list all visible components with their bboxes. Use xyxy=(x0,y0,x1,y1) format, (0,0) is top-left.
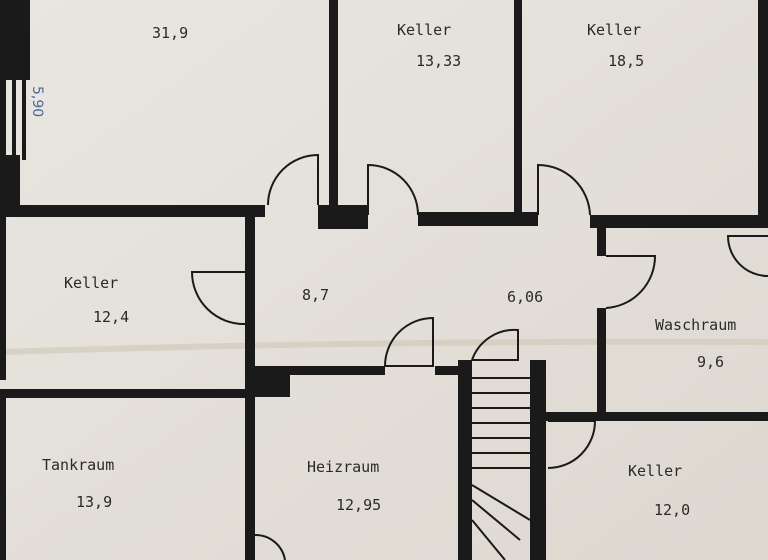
room-area: 9,6 xyxy=(697,353,724,371)
room-area: 8,7 xyxy=(302,286,329,304)
room-area: 13,9 xyxy=(76,493,112,511)
room-area: 6,06 xyxy=(507,288,543,306)
handwritten-dimension: 5,90 xyxy=(29,86,45,117)
room-area: 31,9 xyxy=(152,24,188,42)
room-area: 12,4 xyxy=(93,308,129,326)
room-area: 18,5 xyxy=(608,52,644,70)
room-name: Tankraum xyxy=(42,456,114,474)
room-name: Keller xyxy=(628,462,682,480)
room-area: 12,95 xyxy=(336,496,381,514)
room-name: Keller xyxy=(587,21,641,39)
door-swings xyxy=(190,153,768,560)
room-area: 13,33 xyxy=(416,52,461,70)
room-name: Heizraum xyxy=(307,458,379,476)
room-name: Keller xyxy=(397,21,451,39)
room-name: Waschraum xyxy=(655,316,736,334)
room-name: Keller xyxy=(64,274,118,292)
staircase xyxy=(471,377,531,560)
room-area: 12,0 xyxy=(654,501,690,519)
paper-fold xyxy=(0,338,768,355)
room-labels: 31,9 Keller 13,33 Keller 18,5 Keller 12,… xyxy=(29,21,736,519)
